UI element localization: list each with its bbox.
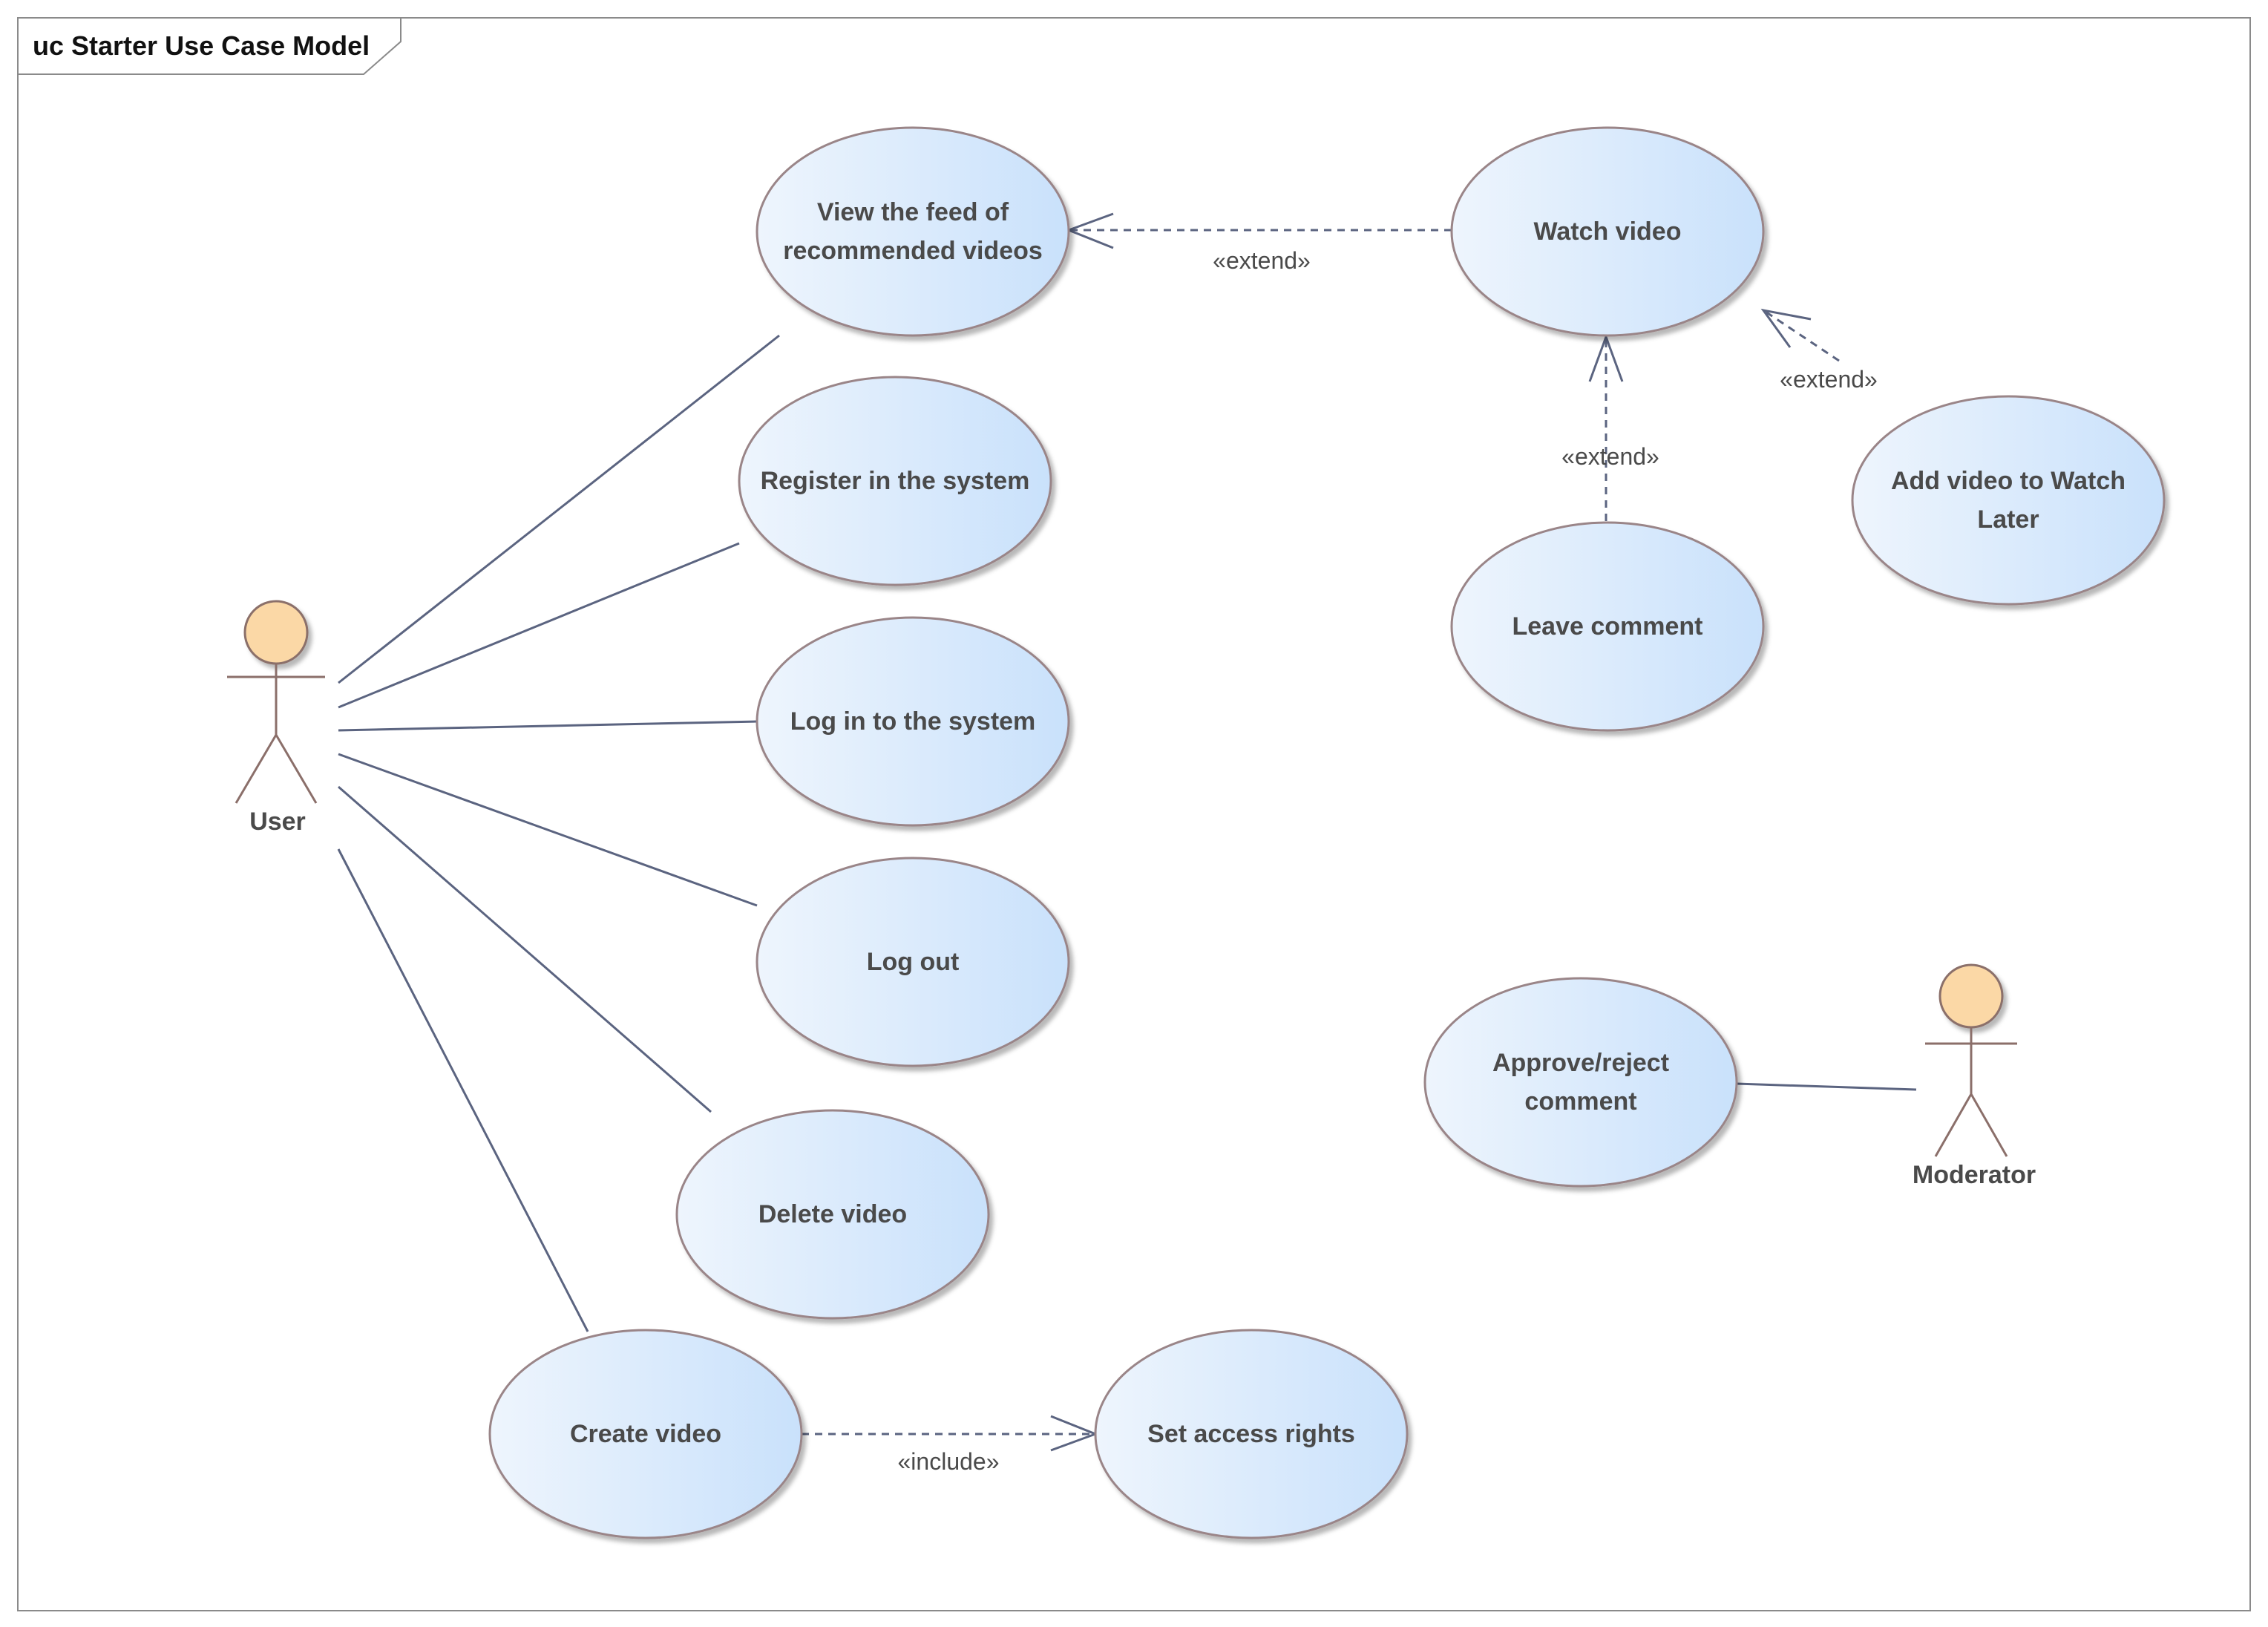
use-case-set-access[interactable]: Set access rights <box>1094 1329 1409 1539</box>
diagram-frame: uc Starter Use Case Model <box>17 17 2251 1611</box>
actor-moderator[interactable]: Moderator <box>1913 963 2036 1189</box>
stereotype-label: «include» <box>898 1448 1000 1475</box>
assoc-moderator-approve <box>1736 1082 1917 1091</box>
use-case-ellipse <box>756 126 1070 337</box>
use-case-ellipse <box>1450 521 1765 732</box>
use-case-login[interactable]: Log in to the system <box>756 616 1070 827</box>
assoc-user-create-video <box>337 848 589 1332</box>
assoc-user-login <box>338 720 758 732</box>
arrowheads <box>1050 212 1812 1452</box>
assoc-user-logout <box>338 753 758 907</box>
use-case-ellipse <box>756 857 1070 1067</box>
use-case-label: Log out <box>867 948 960 976</box>
stick-figure-icon <box>1925 963 2017 1157</box>
stereotype-label: «extend» <box>1780 366 1878 393</box>
use-case-label: Leave comment <box>1512 612 1703 641</box>
stereotype-label: «extend» <box>1561 443 1659 470</box>
use-case-ellipse <box>675 1109 990 1320</box>
use-case-label: Set access rights <box>1147 1420 1355 1448</box>
actor-label: User <box>249 808 306 836</box>
use-case-label: View the feed of <box>817 198 1009 226</box>
use-case-label: comment <box>1524 1087 1636 1116</box>
use-case-label: Add video to Watch <box>1891 467 2126 495</box>
use-case-label: Watch video <box>1534 217 1682 246</box>
assoc-user-view-feed <box>338 334 780 684</box>
frame-title: uc Starter Use Case Model <box>33 30 370 61</box>
use-case-ellipse <box>1450 126 1765 337</box>
actor-user[interactable]: User <box>227 600 325 836</box>
use-case-watch-later[interactable]: Add video to Watch Later <box>1851 395 2166 606</box>
use-case-label: Delete video <box>758 1200 907 1228</box>
use-case-watch-video[interactable]: Watch video <box>1450 126 1765 337</box>
extend-later-to-watch <box>1763 309 1840 362</box>
use-case-label: Register in the system <box>761 467 1030 495</box>
use-case-leave-comment[interactable]: Leave comment <box>1450 521 1765 732</box>
actor-label: Moderator <box>1913 1161 2036 1189</box>
use-case-label: Approve/reject <box>1492 1049 1669 1077</box>
use-case-ellipse <box>756 616 1070 827</box>
use-case-logout[interactable]: Log out <box>756 857 1070 1067</box>
assoc-user-register <box>338 542 740 709</box>
use-case-label: recommended videos <box>783 237 1043 265</box>
use-case-delete-video[interactable]: Delete video <box>675 1109 990 1320</box>
frame-tab <box>17 17 402 75</box>
stereotype-label: «extend» <box>1213 247 1311 274</box>
use-case-label: Create video <box>570 1420 721 1448</box>
arrowhead-watch-right <box>1760 308 1812 348</box>
use-case-label: Later <box>1977 505 2039 534</box>
stereotype-labels: «extend» «extend» «extend» «include» <box>898 247 1878 1475</box>
use-case-create-video[interactable]: Create video <box>488 1329 803 1539</box>
use-case-ellipse <box>738 376 1052 586</box>
use-case-register[interactable]: Register in the system <box>738 376 1052 586</box>
dependencies <box>802 229 1840 1436</box>
use-case-approve-reject[interactable]: Approve/reject comment <box>1423 977 1738 1188</box>
use-case-ellipse <box>1094 1329 1409 1539</box>
arrowhead-watch-bottom <box>1588 333 1624 382</box>
use-case-view-feed[interactable]: View the feed of recommended videos <box>756 126 1070 337</box>
use-case-ellipse <box>1423 977 1738 1188</box>
use-case-label: Log in to the system <box>790 707 1036 736</box>
use-case-ellipse <box>488 1329 803 1539</box>
assoc-user-delete-video <box>338 785 712 1113</box>
use-case-ellipse <box>1851 395 2166 606</box>
stick-figure-icon <box>227 600 325 804</box>
associations <box>337 334 1917 1332</box>
